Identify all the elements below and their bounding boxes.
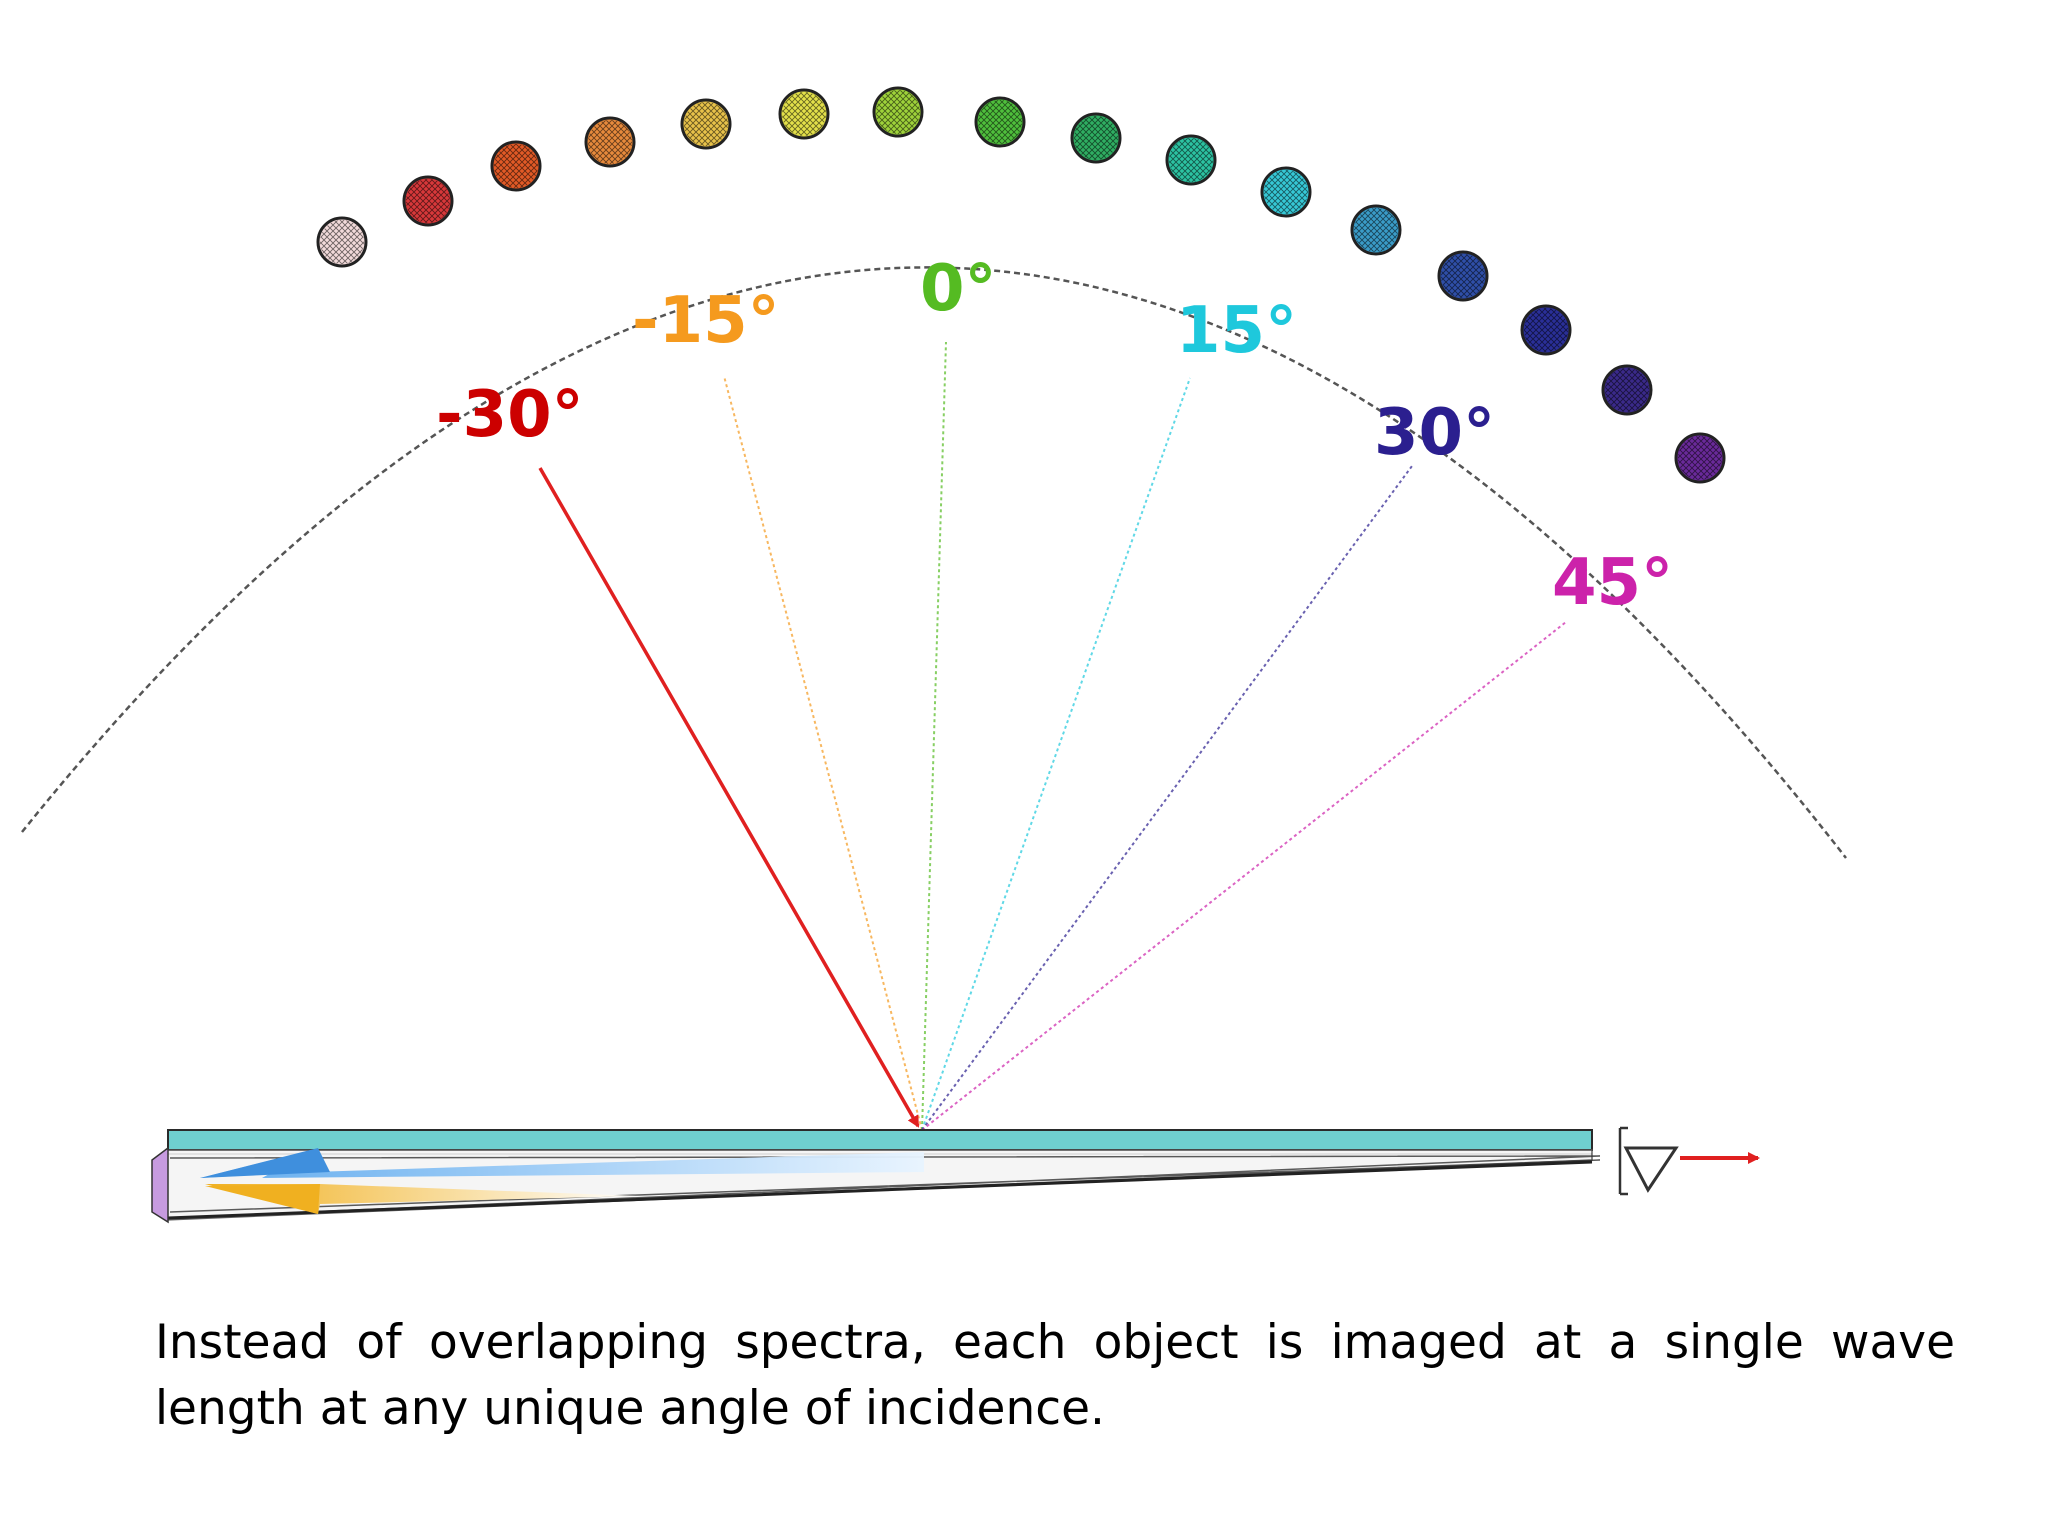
blue-light-arrow [200,1150,924,1178]
incident-ray [538,467,920,1128]
object-dot [872,86,924,138]
object-dot [1674,432,1726,484]
diffracted-ray [921,377,1191,1131]
object-dot [1601,364,1653,416]
object-dot [1070,112,1122,164]
object-dot [1165,134,1217,186]
object-dot [402,175,454,227]
angle-label: -30° [436,378,584,452]
object-dot [778,88,830,140]
object-dots [316,86,1726,484]
waveguide [151,1129,1601,1224]
end-cap [151,1146,169,1224]
grating-layer [167,1129,1593,1151]
angle-labels: -30° -15° 0° 15° 30° 45° [436,252,1673,620]
object-dot [1520,304,1572,356]
angle-label: 30° [1374,396,1495,470]
angle-label: 0° [920,252,997,326]
object-dot [974,96,1026,148]
diffracted-rays [723,341,1567,1131]
diffracted-ray [921,341,947,1131]
angle-label: -15° [632,284,780,358]
object-dot [316,216,368,268]
object-dot [1260,166,1312,218]
object-dot [1350,204,1402,256]
object-dot [490,140,542,192]
diffracted-ray [921,465,1413,1131]
diffracted-ray [723,375,923,1131]
object-dot [584,116,636,168]
diffracted-ray [921,621,1567,1131]
angle-label: 45° [1552,546,1673,620]
object-dot [1437,250,1489,302]
caption-text: Instead of overlapping spectra, each obj… [155,1315,1955,1436]
observation-arc [21,266,1847,859]
object-dot [680,98,732,150]
angle-label: 15° [1176,294,1297,368]
detector-icon [1618,1126,1679,1196]
